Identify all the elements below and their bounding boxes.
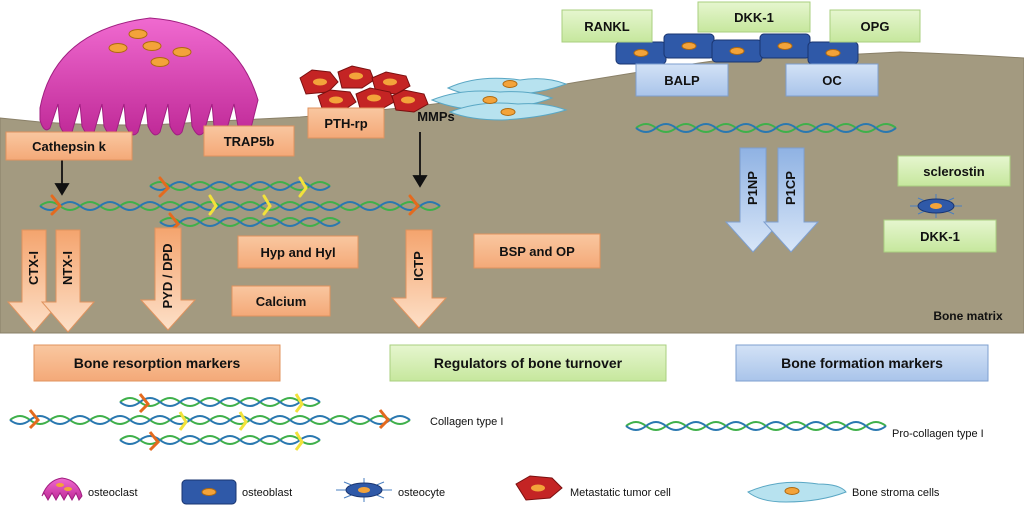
pyd-label: PYD / DPD [160, 243, 175, 308]
legend-osteocyte-icon [336, 478, 392, 502]
dkk1-top-box: DKK-1 [697, 1, 811, 33]
legend-osteoblast-label: osteoblast [242, 487, 292, 499]
oc-box: OC [785, 63, 879, 97]
legend-osteoclast-label: osteoclast [88, 487, 138, 499]
sclerostin-box: sclerostin [897, 155, 1011, 187]
mmps-label: MMPs [417, 109, 455, 124]
resorption-header: Bone resorption markers [33, 344, 281, 382]
calcium-box: Calcium [231, 285, 331, 317]
arrow-ntx: NTX-I [40, 229, 96, 333]
arrow-ictp: ICTP [390, 229, 448, 329]
opg-box: OPG [829, 9, 921, 43]
formation-header: Bone formation markers [735, 344, 989, 382]
legend-procollagen-label: Pro-collagen type I [892, 428, 984, 440]
legend-collagen-icon [9, 393, 411, 452]
arrow-p1cp: P1CP [762, 147, 820, 253]
dkk1-bottom-label: DKK-1 [920, 229, 960, 244]
legend-stroma-label: Bone stroma cells [852, 487, 940, 499]
ntx-label: NTX-I [60, 251, 75, 285]
bsp-op-label: BSP and OP [499, 244, 575, 259]
osteoclast-cell [39, 17, 259, 136]
dkk1-top-label: DKK-1 [734, 10, 774, 25]
bsp-op-box: BSP and OP [473, 233, 601, 269]
opg-label: OPG [861, 19, 890, 34]
balp-box: BALP [635, 63, 729, 97]
cathepsin-box: Cathepsin k [5, 131, 133, 161]
arrow-pyd: PYD / DPD [139, 227, 197, 331]
legend-osteoblast-icon [181, 479, 237, 505]
trap5b-label: TRAP5b [224, 134, 275, 149]
legend-collagen-label: Collagen type I [430, 416, 503, 428]
regulators-header: Regulators of bone turnover [389, 344, 667, 382]
ctx-label: CTX-I [26, 251, 41, 285]
dkk1-bottom-box: DKK-1 [883, 219, 997, 253]
osteoblast-row [615, 33, 859, 65]
pthrp-label: PTH-rp [324, 116, 367, 131]
calcium-label: Calcium [256, 294, 307, 309]
legend-tumor-icon [515, 475, 563, 501]
hyp-hyl-label: Hyp and Hyl [260, 245, 335, 260]
pthrp-box: PTH-rp [307, 107, 385, 139]
rankl-label: RANKL [584, 19, 630, 34]
sclerostin-label: sclerostin [923, 164, 984, 179]
trap5b-box: TRAP5b [203, 125, 295, 157]
regulators-label: Regulators of bone turnover [434, 355, 623, 371]
bone-matrix-label: Bone matrix [933, 309, 1003, 323]
legend-stroma-icon [747, 481, 847, 503]
legend-tumor-label: Metastatic tumor cell [570, 487, 671, 499]
formation-label: Bone formation markers [781, 355, 943, 371]
arrow-p1np: P1NP [724, 147, 782, 253]
ictp-label: ICTP [411, 251, 426, 281]
tumor-cell-cluster [299, 65, 429, 113]
crosslinks [50, 176, 421, 234]
cathepsin-label: Cathepsin k [32, 139, 106, 154]
legend-procollagen-icon [625, 421, 887, 431]
resorption-label: Bone resorption markers [74, 355, 241, 371]
hyp-hyl-box: Hyp and Hyl [237, 235, 359, 269]
legend-osteocyte-label: osteocyte [398, 487, 445, 499]
oc-label: OC [822, 73, 842, 88]
pointer-arrows [54, 132, 428, 196]
stroma-cells [430, 77, 568, 121]
legend-osteoclast-icon [41, 477, 83, 502]
p1np-label: P1NP [745, 171, 760, 205]
collagen-fibers [39, 181, 441, 227]
rankl-box: RANKL [561, 9, 653, 43]
procollagen-fiber [635, 123, 897, 133]
balp-label: BALP [664, 73, 700, 88]
p1cp-label: P1CP [783, 171, 798, 205]
osteocyte-cell [910, 194, 962, 218]
